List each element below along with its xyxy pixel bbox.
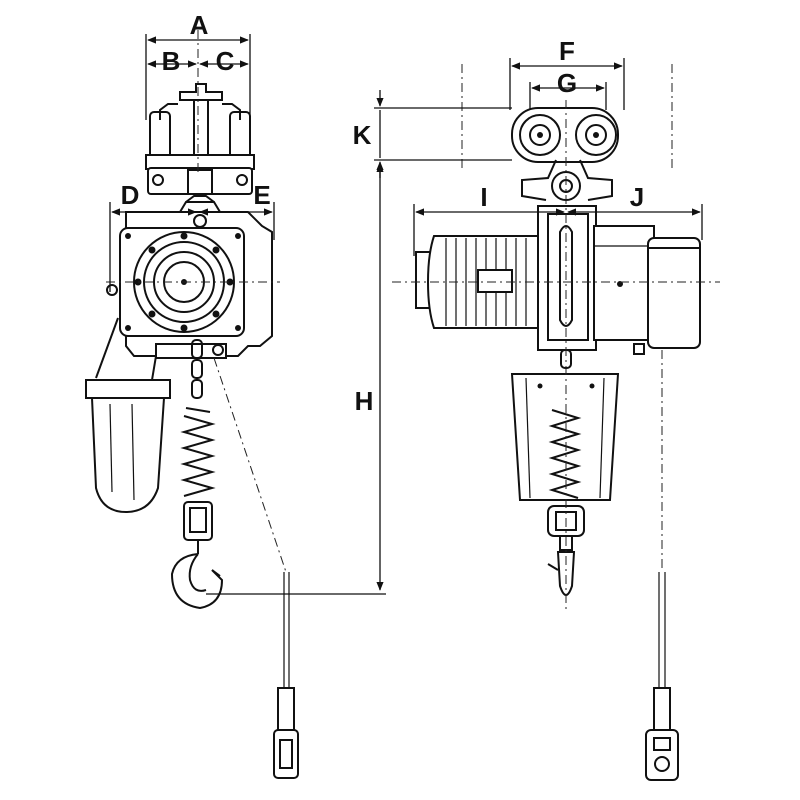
dim-label-k: K bbox=[353, 120, 372, 150]
dim-label-b: B bbox=[162, 46, 181, 76]
dim-label-c: C bbox=[216, 46, 235, 76]
dimension-labels: A B C D E F G H I J K bbox=[121, 10, 645, 416]
front-motor bbox=[415, 235, 541, 329]
dim-label-h: H bbox=[355, 386, 374, 416]
side-pendant-switch bbox=[213, 357, 299, 779]
side-view bbox=[85, 83, 299, 779]
side-motor-body bbox=[106, 195, 273, 359]
front-chain-bucket bbox=[510, 349, 620, 596]
dim-label-e: E bbox=[253, 180, 270, 210]
front-frame bbox=[537, 205, 701, 355]
dimension-lines bbox=[109, 34, 703, 595]
front-pendant-switch bbox=[645, 350, 679, 781]
dim-label-f: F bbox=[559, 36, 575, 66]
centerlines bbox=[106, 30, 720, 612]
dim-label-a: A bbox=[190, 10, 209, 40]
side-chain-and-hook bbox=[170, 339, 224, 610]
dim-label-j: J bbox=[630, 182, 644, 212]
front-view bbox=[415, 107, 701, 781]
dim-label-i: I bbox=[480, 182, 487, 212]
side-chain-bucket bbox=[85, 317, 171, 514]
front-trolley bbox=[511, 107, 619, 201]
dim-label-d: D bbox=[121, 180, 140, 210]
dim-label-g: G bbox=[557, 68, 577, 98]
side-trolley bbox=[145, 83, 255, 195]
